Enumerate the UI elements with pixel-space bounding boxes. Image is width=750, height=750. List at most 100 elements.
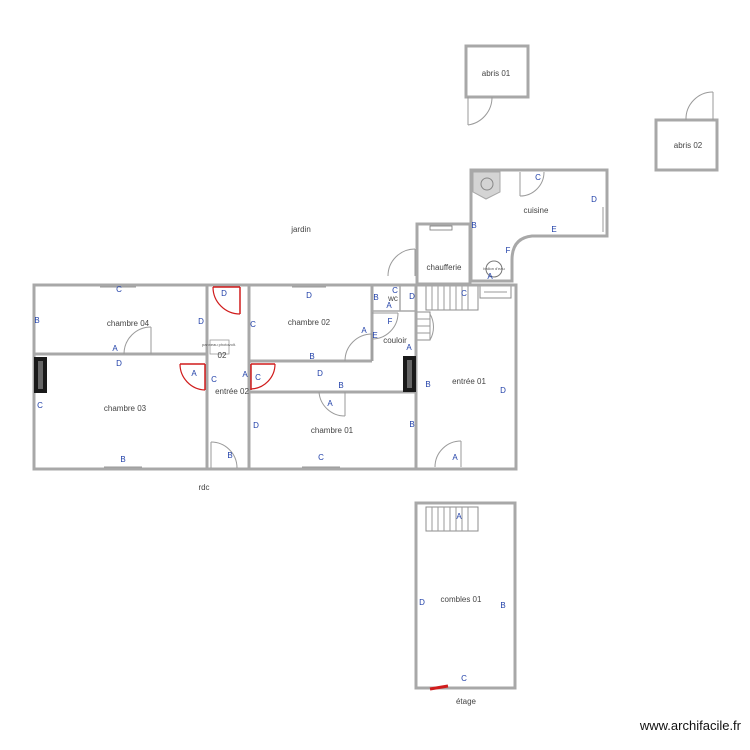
cuisine-corner-fixture-ring bbox=[480, 177, 494, 191]
combles-red-opening bbox=[429, 684, 449, 691]
e02-wall-b: B bbox=[227, 451, 232, 460]
chaufferie-label: chaufferie bbox=[427, 263, 463, 272]
ch03-wall-b: B bbox=[120, 455, 125, 464]
stairs-wall-d: D bbox=[409, 292, 415, 301]
boiler-fixture bbox=[485, 260, 503, 278]
door-chambre-04-arc bbox=[123, 326, 152, 355]
abris-02: abris 02 bbox=[654, 91, 719, 172]
red-doors bbox=[179, 286, 276, 391]
door-couloir-arc bbox=[429, 313, 434, 341]
comb-wall-c: C bbox=[461, 674, 467, 683]
red-door-passage-arc bbox=[250, 363, 276, 390]
ch04-wall-c: C bbox=[116, 285, 122, 294]
door-entree-01-arc bbox=[434, 440, 462, 468]
etage-level-label: étage bbox=[456, 697, 477, 706]
chambre-04-label: chambre 04 bbox=[107, 319, 150, 328]
wc-wall-c: C bbox=[392, 286, 398, 295]
chaufferie: chaufferie A bbox=[387, 222, 493, 286]
door-entree-02-arc bbox=[210, 441, 238, 469]
electric-panel-label: panneau photovolt. bbox=[202, 342, 236, 347]
cuisine-wall-c: C bbox=[535, 173, 541, 182]
cuisine-wall-d: D bbox=[591, 195, 597, 204]
windows bbox=[100, 286, 340, 468]
abris-01: abris 01 bbox=[464, 44, 530, 126]
ch04-wall-d: D bbox=[198, 317, 204, 326]
combles-01: combles 01 A D B C bbox=[414, 501, 517, 691]
comb-wall-a: A bbox=[456, 512, 462, 521]
entree-02-fragment: 02 bbox=[218, 351, 227, 360]
rdc-level-label: rdc bbox=[198, 483, 209, 492]
e01-wall-b: B bbox=[425, 380, 430, 389]
ch01-wall-b: B bbox=[409, 420, 414, 429]
comb-wall-b: B bbox=[500, 601, 505, 610]
cuisine: ballon d'eau cuisine C D E B F bbox=[469, 168, 609, 283]
chambre-02-label: chambre 02 bbox=[288, 318, 331, 327]
abris-02-walls bbox=[654, 118, 719, 172]
ch03-wall-d: D bbox=[116, 359, 122, 368]
abris-02-label: abris 02 bbox=[674, 141, 703, 150]
ch01-wall-d: D bbox=[253, 421, 259, 430]
cuisine-wall-e: E bbox=[551, 225, 556, 234]
combles-01-label: combles 01 bbox=[441, 595, 482, 604]
red-door-chambre03-arc bbox=[179, 363, 206, 391]
rdc-outline bbox=[32, 283, 518, 471]
ch03-wall-c: C bbox=[37, 401, 43, 410]
cuisine-label: cuisine bbox=[524, 206, 549, 215]
e01-wall-a: A bbox=[452, 453, 458, 462]
combles-stairs bbox=[425, 506, 479, 532]
e02-wall-d: D bbox=[221, 289, 227, 298]
e02-wall-a: A bbox=[242, 370, 248, 379]
ch03-wall-a: A bbox=[191, 369, 197, 378]
entree-01-label: entrée 01 bbox=[452, 377, 486, 386]
passage-wall-b: B bbox=[338, 381, 343, 390]
passage-wall-d: D bbox=[317, 369, 323, 378]
couloir-wall-e: E bbox=[372, 331, 377, 340]
abris-01-label: abris 01 bbox=[482, 69, 511, 78]
ch01-wall-c: C bbox=[318, 453, 324, 462]
ch02-wall-a: A bbox=[361, 326, 367, 335]
couloir-label: couloir bbox=[383, 336, 407, 345]
entree-02-label: entrée 02 bbox=[215, 387, 249, 396]
cuisine-walls bbox=[469, 168, 609, 283]
rdc-wall-letters: B C A F E A C B D A D C A B D C A B C D … bbox=[34, 285, 506, 464]
watermark[interactable]: www.archifacile.fr bbox=[639, 718, 742, 733]
chaufferie-fixture bbox=[429, 225, 453, 231]
cuisine-corner-fixture bbox=[472, 171, 501, 200]
chambre-01-label: chambre 01 bbox=[311, 426, 354, 435]
e02-wall-c: C bbox=[211, 375, 217, 384]
wc-wall-b: B bbox=[373, 293, 378, 302]
combles-01-walls bbox=[414, 501, 517, 690]
boiler-label: ballon d'eau bbox=[483, 266, 504, 271]
cuisine-door-arc bbox=[519, 171, 545, 197]
stairs-main-outline bbox=[425, 285, 479, 311]
ch01-wall-a: A bbox=[327, 399, 333, 408]
chimney-couloir-inner bbox=[407, 360, 412, 388]
electric-panel bbox=[209, 339, 230, 355]
red-door-entree02-top-arc bbox=[212, 286, 241, 315]
wc-label: wc bbox=[387, 294, 398, 303]
chaufferie-wall-a: A bbox=[487, 272, 493, 281]
ch04-wall-b: B bbox=[34, 316, 39, 325]
door-chambre-02-arc bbox=[344, 333, 373, 362]
ch02-wall-d: D bbox=[306, 291, 312, 300]
e01-wall-d: D bbox=[500, 386, 506, 395]
chaufferie-door-arc bbox=[387, 248, 416, 277]
stairs-wall-c: C bbox=[461, 289, 467, 298]
abris-02-door-arc bbox=[685, 91, 714, 121]
door-chambre-01-arc bbox=[318, 391, 346, 417]
chambre-03-label: chambre 03 bbox=[104, 404, 147, 413]
couloir-wall-a: A bbox=[406, 343, 412, 352]
passage-wall-c: C bbox=[255, 373, 261, 382]
door-wc-arc bbox=[371, 312, 399, 340]
chaufferie-walls bbox=[415, 222, 472, 286]
comb-wall-d: D bbox=[419, 598, 425, 607]
ch02-wall-c: C bbox=[250, 320, 256, 329]
couloir-wall-f: F bbox=[388, 317, 393, 326]
cuisine-wall-f: F bbox=[506, 246, 511, 255]
ch02-wall-b: B bbox=[309, 352, 314, 361]
doors bbox=[123, 312, 462, 469]
ch04-wall-a: A bbox=[112, 344, 118, 353]
cuisine-wall-b: B bbox=[471, 221, 476, 230]
abris-01-door-arc bbox=[467, 96, 493, 126]
